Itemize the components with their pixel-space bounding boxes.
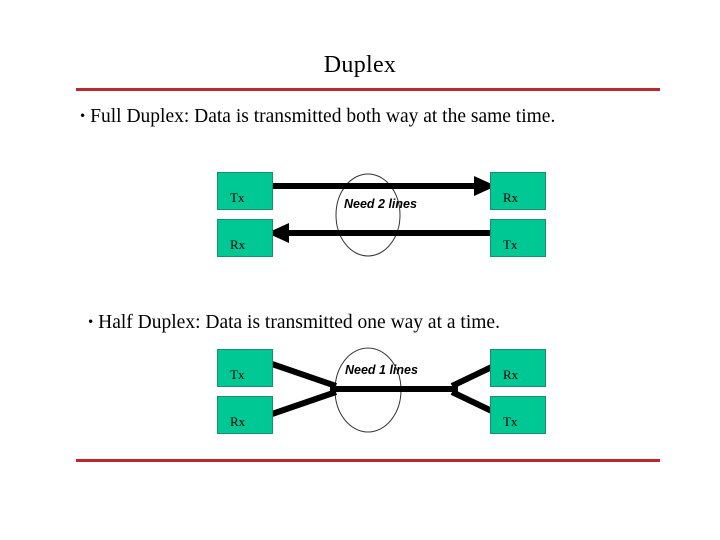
bullet-full-duplex-text: Full Duplex: Data is transmitted both wa… bbox=[90, 106, 556, 127]
node-label: Tx bbox=[230, 190, 245, 205]
half-duplex-cloud-caption: Need 1 lines bbox=[345, 363, 418, 377]
node-label: Rx bbox=[230, 237, 246, 252]
node-full-left-tx[interactable]: Tx bbox=[217, 172, 273, 210]
network-cloud-ellipse bbox=[334, 347, 402, 433]
node-label: Tx bbox=[230, 367, 245, 382]
node-full-right-tx[interactable]: Tx bbox=[490, 219, 546, 257]
node-label: Rx bbox=[230, 414, 246, 429]
bullet-marker-icon: • bbox=[88, 314, 94, 331]
full-duplex-cloud-caption: Need 2 lines bbox=[344, 197, 417, 211]
arrow-tx-to-rx-right bbox=[273, 176, 496, 196]
title-divider-rule bbox=[76, 88, 660, 91]
node-label: Rx bbox=[503, 190, 519, 205]
node-half-left-rx[interactable]: Rx bbox=[217, 396, 273, 434]
bullet-marker-icon: • bbox=[80, 108, 86, 125]
node-half-right-rx[interactable]: Rx bbox=[490, 349, 546, 387]
node-label: Tx bbox=[503, 237, 518, 252]
node-half-right-tx[interactable]: Tx bbox=[490, 396, 546, 434]
link-left-rx bbox=[271, 389, 337, 417]
footer-divider-rule bbox=[76, 459, 660, 462]
node-full-left-rx[interactable]: Rx bbox=[217, 219, 273, 257]
node-label: Rx bbox=[503, 367, 519, 382]
arrow-tx-to-rx-left bbox=[267, 223, 490, 243]
node-half-left-tx[interactable]: Tx bbox=[217, 349, 273, 387]
node-full-right-rx[interactable]: Rx bbox=[490, 172, 546, 210]
network-cloud-ellipse bbox=[335, 173, 401, 257]
node-label: Tx bbox=[503, 414, 518, 429]
bullet-half-duplex: • Half Duplex: Data is transmitted one w… bbox=[88, 310, 659, 336]
link-left-tx bbox=[271, 361, 337, 389]
bullet-half-duplex-text: Half Duplex: Data is transmitted one way… bbox=[98, 312, 500, 333]
page-title: Duplex bbox=[323, 52, 397, 78]
bullet-full-duplex: • Full Duplex: Data is transmitted both … bbox=[80, 104, 611, 130]
